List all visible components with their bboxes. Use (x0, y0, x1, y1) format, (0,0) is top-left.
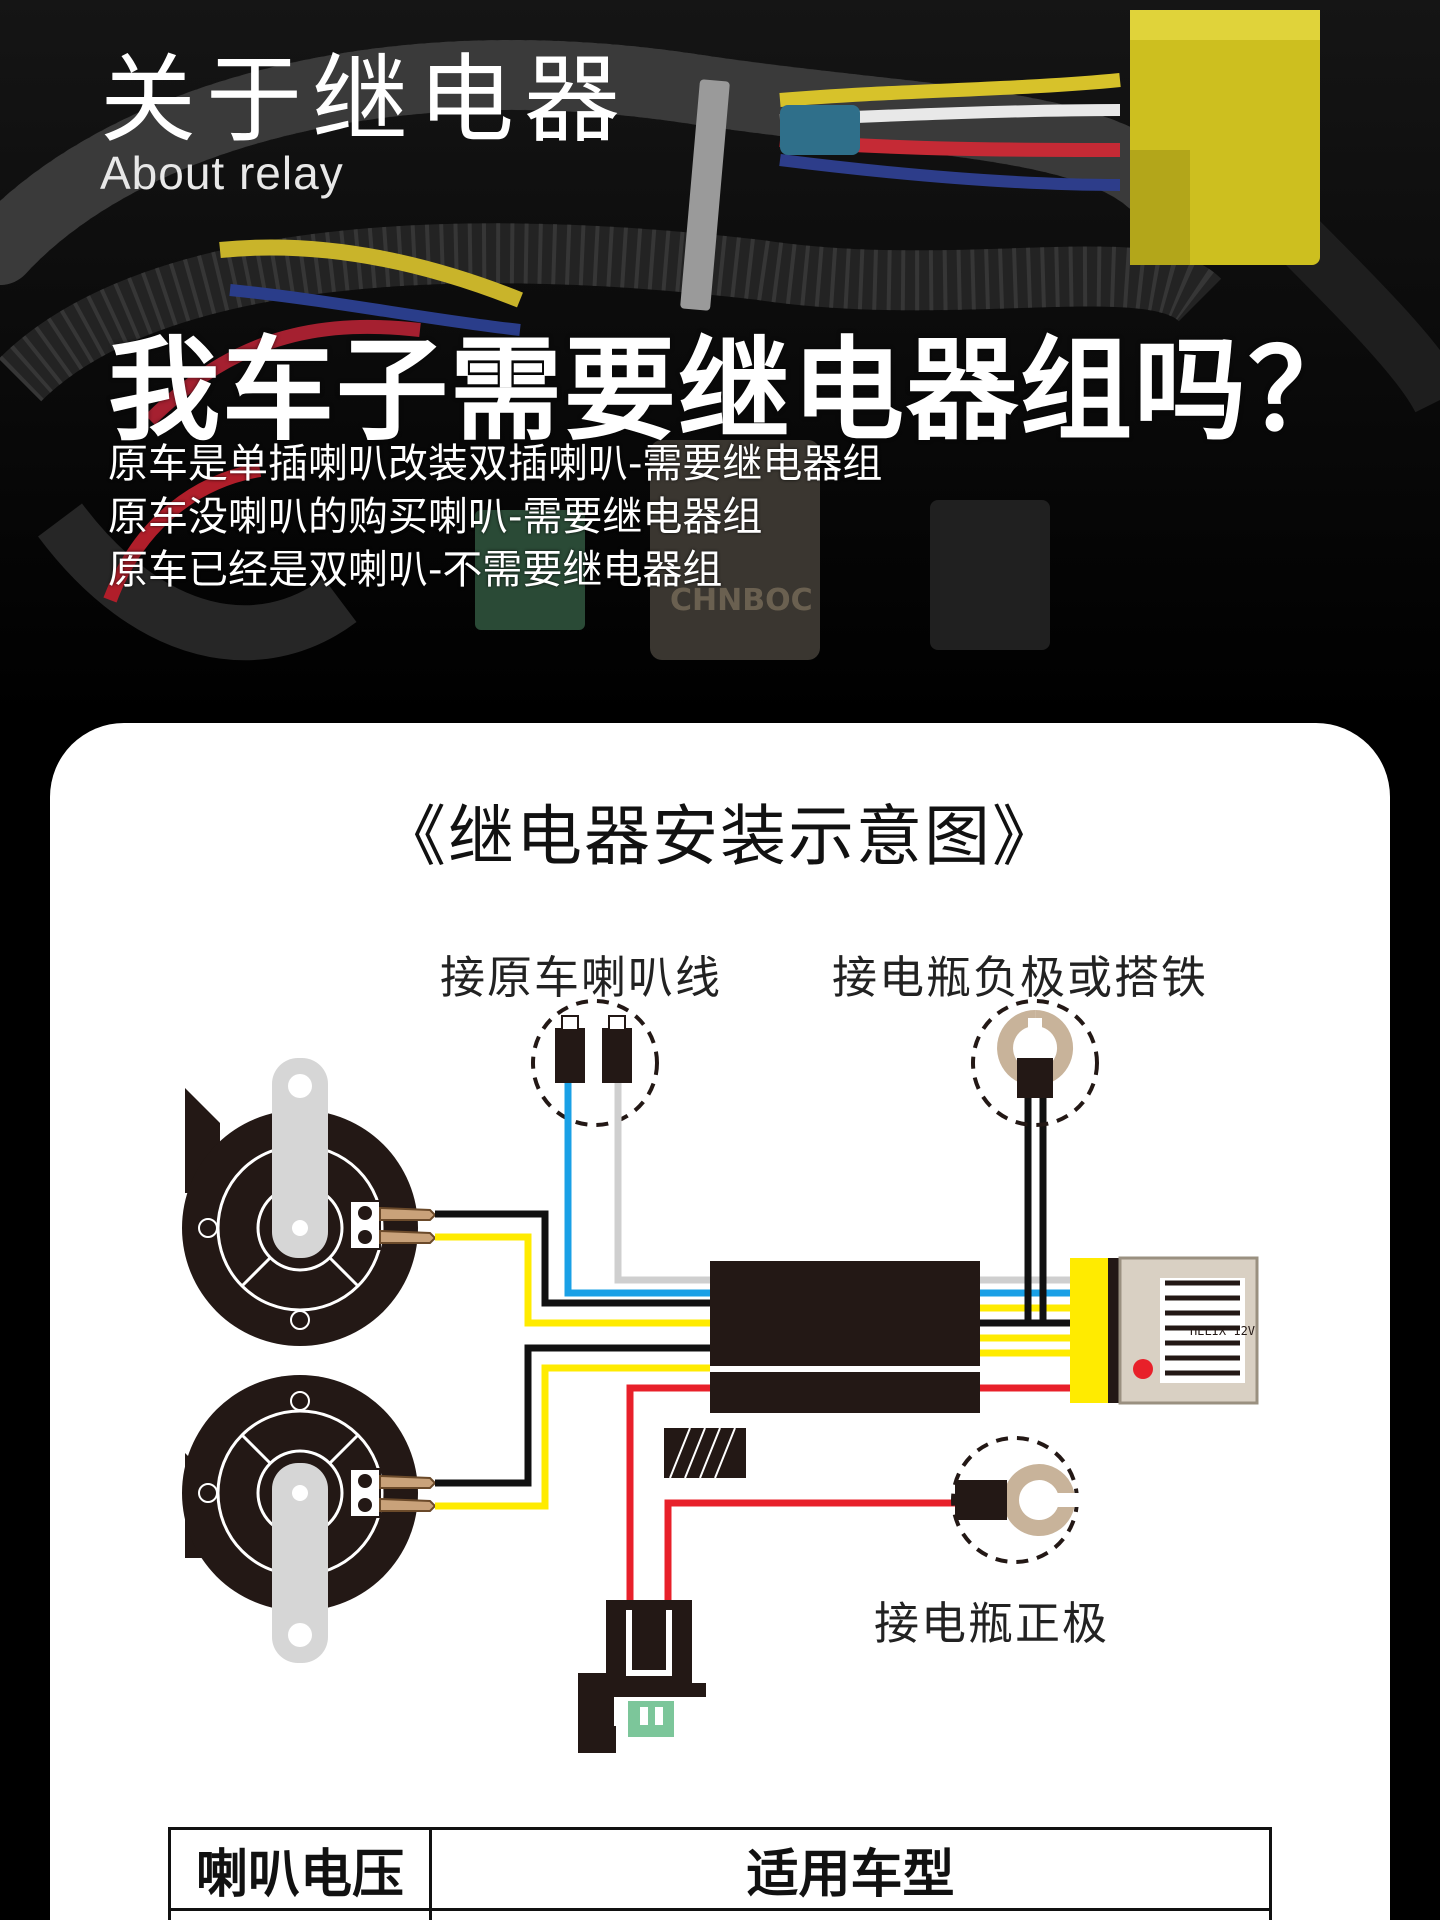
answer-line: 原车已经是双喇叭-不需要继电器组 (108, 547, 723, 593)
headline-question: 我车子需要继电器组吗？ (108, 326, 1362, 456)
wire-red (626, 1384, 710, 1600)
fuse-holder-icon (578, 1600, 706, 1753)
horn-wire-connector-icon (531, 999, 659, 1127)
relay-install-diagram: HELIX 12V (182, 999, 1259, 1753)
table-cell (168, 1908, 432, 1920)
diagram-card: 《继电器安装示意图》 (50, 723, 1390, 1920)
battery-positive-terminal-icon (951, 1436, 1085, 1564)
hero-banner: CHNBOC 关于继电器 About relay 我车子需要继电器组吗？ 原车是… (0, 0, 1440, 720)
wire-yellow (435, 1364, 710, 1510)
diagram-title: 《继电器安装示意图》 (380, 798, 1060, 875)
table-row (168, 1908, 1272, 1920)
horn-lower-icon (182, 1375, 437, 1663)
label-battery-negative: 接电瓶负极或搭铁 (832, 951, 1209, 1004)
wire-black (435, 1210, 710, 1307)
header-applicable-models: 适用车型 (429, 1827, 1272, 1911)
answer-line: 原车没喇叭的购买喇叭-需要继电器组 (108, 494, 763, 540)
heat-shrink-sleeve (664, 1427, 746, 1479)
horn-upper-icon (182, 1058, 437, 1346)
label-horn-wire: 接原车喇叭线 (440, 951, 723, 1004)
relay-print-text: HELIX 12V (1190, 1324, 1255, 1338)
wiring-harness-photo: CHNBOC (0, 0, 1440, 720)
relay-icon: HELIX 12V (1070, 1256, 1259, 1405)
answer-line: 原车是单插喇叭改装双插喇叭-需要继电器组 (108, 441, 883, 487)
header-horn-voltage: 喇叭电压 (168, 1827, 432, 1911)
wire-loom (710, 1261, 980, 1379)
wire-gray (614, 1123, 710, 1284)
wire-red (664, 1499, 955, 1600)
compatibility-table: 喇叭电压 适用车型 (168, 1827, 1272, 1920)
label-battery-positive: 接电瓶正极 (874, 1597, 1110, 1650)
ground-terminal-icon (971, 999, 1099, 1127)
table-header-row: 喇叭电压 适用车型 (168, 1827, 1272, 1911)
wire-black (435, 1344, 710, 1487)
answer-list: 原车是单插喇叭改装双插喇叭-需要继电器组 原车没喇叭的购买喇叭-需要继电器组 原… (108, 438, 882, 597)
table-cell (429, 1908, 1272, 1920)
section-title: 关于继电器 (100, 44, 630, 156)
wire-yellow (435, 1233, 710, 1327)
section-subtitle: About relay (100, 147, 344, 199)
relay-brand-text: CHNBOC (670, 583, 813, 618)
wire-blue (564, 1123, 710, 1297)
